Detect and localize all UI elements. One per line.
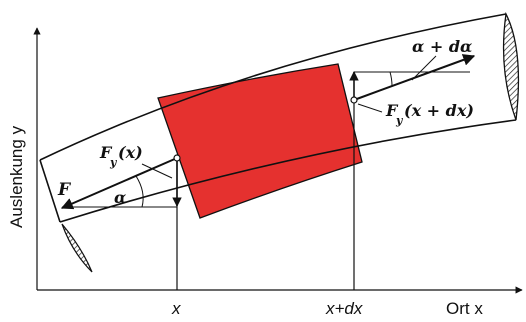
tick-label-x-dx: x+dx	[325, 299, 363, 318]
beam-upper-edge	[39, 13, 507, 161]
force-f-label: F	[57, 180, 72, 200]
angle-label-left: α	[114, 188, 126, 207]
fy-left-leader	[141, 163, 173, 179]
tick-label-x: x	[171, 299, 181, 318]
fy-right-label: F	[385, 101, 399, 120]
angle-label-right: α + dα	[412, 37, 472, 56]
hatched-end-right	[502, 11, 520, 121]
section-point-right	[350, 96, 358, 104]
x-axis-label: Ort x	[446, 299, 483, 318]
force-f-arrow	[60, 157, 178, 210]
fy-right-subscript: y	[395, 114, 404, 127]
hatched-end-left	[61, 223, 93, 273]
red-element	[157, 63, 363, 219]
y-axis-label: Auslenkung y	[7, 125, 26, 228]
section-point-left	[173, 154, 181, 162]
fy-right-argument: (x + dx)	[404, 101, 474, 120]
angle-right-leader	[411, 55, 437, 81]
angle-arc-right	[389, 71, 393, 87]
fy-left-label: F	[99, 143, 113, 162]
fy-right-leader	[357, 103, 383, 113]
fy-left-subscript: y	[109, 156, 118, 169]
beam-left-end	[39, 159, 61, 223]
fy-left-argument: (x)	[118, 143, 143, 162]
angle-arc-left	[135, 175, 144, 208]
beam-lower-edge	[59, 119, 517, 223]
